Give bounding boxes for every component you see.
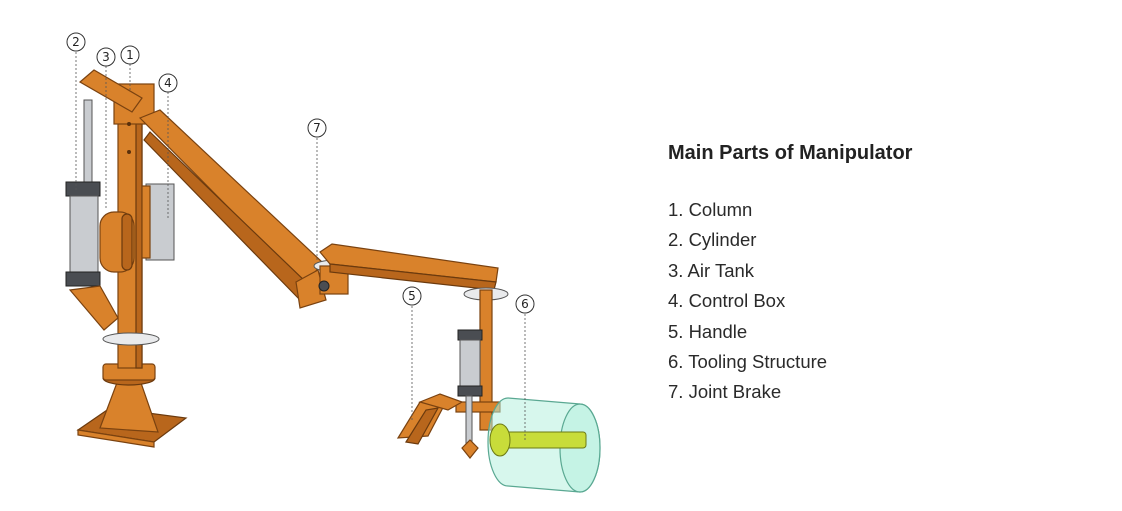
callout-5: 5 [402,286,422,306]
cylinder-barrel [69,195,99,273]
base-gusset [99,379,159,433]
svg-text:4: 4 [164,76,172,90]
column-bolt [127,150,131,154]
load-shaft [501,431,587,449]
manipulator-diagram: 2 3 1 4 7 5 6 [65,32,601,493]
tooling-foot [461,439,479,459]
tooling-cylinder [459,339,481,387]
svg-text:6: 6 [521,297,529,311]
control-box [145,183,175,261]
air-tank-shade [121,213,133,271]
callout-2: 2 [66,32,86,52]
callout-1: 1 [120,45,140,65]
svg-text:7: 7 [313,121,321,135]
horizontal-arm [319,243,499,291]
part-item-joint-brake: 7. Joint Brake [668,381,782,403]
load-shaft-flange [489,423,511,457]
svg-text:2: 2 [72,35,80,49]
air-tank [99,211,135,273]
part-item-air-tank: 3. Air Tank [668,259,755,281]
cylinder-cap-bottom [65,271,101,287]
part-item-cylinder: 2. Cylinder [668,229,757,251]
part-item-column: 1. Column [668,199,753,220]
horizontal-arm-top [319,243,499,283]
handle [396,393,464,445]
main-arm-end [295,269,327,309]
load-roll [487,397,601,493]
control-box-bracket [141,185,151,259]
handle-bracket [418,393,464,411]
svg-text:5: 5 [408,289,416,303]
tooling-rod [465,395,473,447]
cylinder-cap-top [65,181,101,197]
parts-legend: Main Parts of Manipulator 1. Column 2. C… [668,142,1088,408]
callout-3: 3 [96,47,116,67]
cylinder-rod [83,99,93,185]
tooling-cylinder-cap-lower [457,385,483,397]
callout-4: 4 [158,73,178,93]
part-item-tooling-structure: 6. Tooling Structure [668,351,828,373]
cylinder [65,99,101,287]
tooling-structure [455,287,509,459]
tooling-cylinder-cap [457,329,483,341]
joint-brake-knob [318,280,330,292]
callout-6: 6 [515,294,535,314]
part-item-control-box: 4. Control Box [668,290,786,312]
main-arm [138,109,327,309]
legend-title: Main Parts of Manipulator [668,142,913,164]
manipulator-drawing: 2 3 1 4 7 5 6 [65,32,601,493]
base-plate-edge [77,429,155,448]
parts-list: 1. Column 2. Cylinder 3. Air Tank 4. Con… [668,195,1088,408]
base [76,363,188,448]
cylinder-mount [68,285,119,331]
handle-grip-inner [405,407,440,445]
column-bolt [127,122,131,126]
svg-text:3: 3 [102,50,110,64]
callout-7: 7 [307,118,327,138]
column-flange [102,332,160,346]
cylinder-lever [78,69,143,113]
part-item-handle: 5. Handle [668,320,748,342]
svg-text:1: 1 [126,48,134,62]
column-shade [135,117,143,369]
